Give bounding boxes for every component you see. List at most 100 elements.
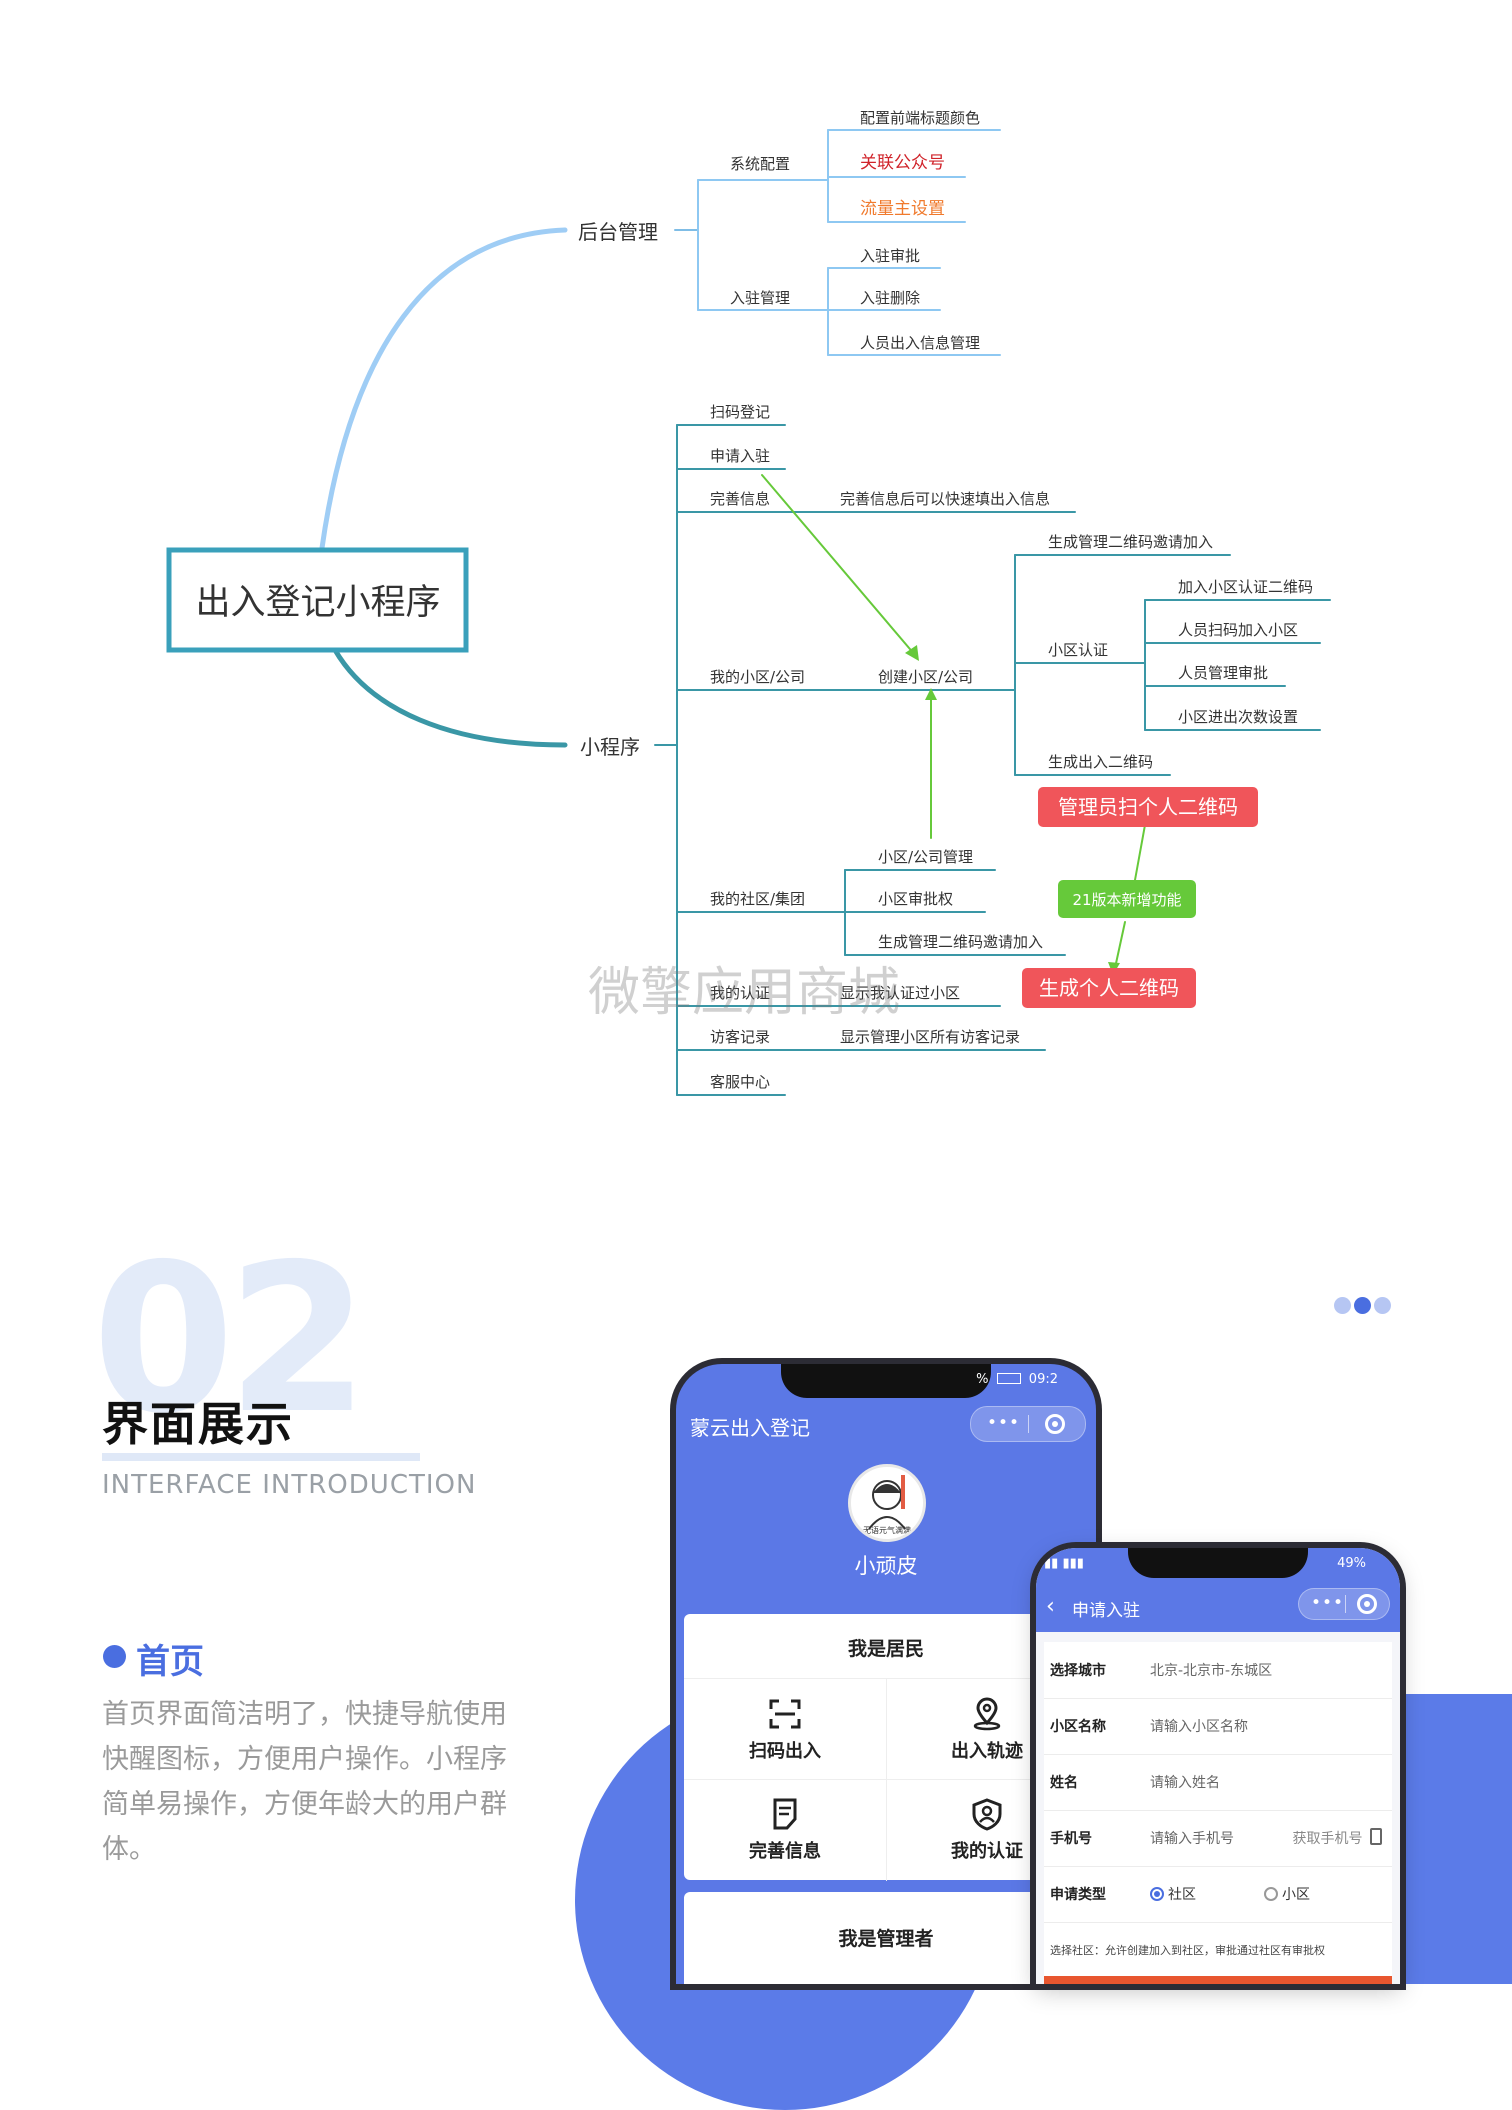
more-icon[interactable]: •••: [1311, 1593, 1345, 1613]
community-item: 生成管理二维码邀请加入: [878, 933, 1043, 951]
radio-estate-label: 小区: [1282, 1887, 1310, 1903]
submit-bar[interactable]: [1044, 1976, 1392, 1984]
create-estate-label: 创建小区/公司: [878, 668, 973, 686]
root-node: [166, 547, 469, 653]
name-label: 姓名: [1050, 1775, 1078, 1791]
estate-auth-label: 小区认证: [1048, 641, 1108, 659]
capsule-divider: [1345, 1595, 1346, 1613]
decor-rect: [1400, 1694, 1512, 1984]
admin-system-item: 流量主设置: [860, 199, 945, 219]
apply-type-label: 申请类型: [1050, 1887, 1106, 1903]
city-field[interactable]: 选择城市 北京-北京市-东城区: [1044, 1642, 1392, 1699]
section-title: 界面展示: [102, 1397, 294, 1451]
back-icon[interactable]: ‹: [1046, 1594, 1055, 1619]
status-time-text: 09:2: [1028, 1372, 1058, 1387]
avatar[interactable]: 无语元气满满: [848, 1464, 926, 1542]
name-field[interactable]: 姓名 请输入姓名: [1044, 1754, 1392, 1811]
radio-community-label: 社区: [1168, 1887, 1196, 1903]
gen-inout-qr-label: 生成出入二维码: [1048, 753, 1153, 771]
city-label: 选择城市: [1050, 1663, 1106, 1679]
phone-icon: [1370, 1828, 1382, 1845]
admin-system-item: 配置前端标题颜色: [860, 109, 980, 127]
branch-admin-label: 后台管理: [578, 220, 658, 244]
phone-field[interactable]: 手机号 请输入手机号 获取手机号: [1044, 1810, 1392, 1867]
feature-bullet: [103, 1645, 126, 1668]
radio-off-icon: [1264, 1887, 1278, 1901]
gen-invite-qr-label: 生成管理二维码邀请加入: [1048, 533, 1213, 551]
admin-join-label: 入驻管理: [730, 289, 790, 307]
app-item: 我的认证: [710, 984, 770, 1002]
admin-scan-qr-text: 管理员扫个人二维码: [1058, 795, 1238, 819]
branch-app-label: 小程序: [580, 735, 640, 759]
community-item: 小区/公司管理: [878, 848, 973, 866]
app-item: 申请入驻: [710, 447, 770, 465]
resident-title: 我是居民: [847, 1638, 924, 1660]
status-battery: 49%: [1337, 1556, 1366, 1571]
manager-title: 我是管理者: [838, 1928, 934, 1950]
my-auth-button[interactable]: 我的认证: [886, 1779, 1088, 1879]
feature-title: 首页: [136, 1642, 204, 1682]
app-item: 我的小区/公司: [710, 668, 805, 686]
estate-auth-item: 人员管理审批: [1178, 664, 1268, 682]
scan-inout-button[interactable]: 扫码出入: [684, 1679, 886, 1779]
status-percent: %: [976, 1372, 989, 1387]
estate-name-placeholder: 请输入小区名称: [1150, 1719, 1248, 1735]
mini-program-capsule[interactable]: •••: [970, 1406, 1086, 1442]
watermark: 微擎应用商城: [588, 963, 900, 1023]
estate-auth-item: 加入小区认证二维码: [1178, 578, 1313, 596]
radio-community[interactable]: 社区: [1150, 1884, 1196, 1904]
app-item: 完善信息: [710, 490, 770, 508]
estate-name-field[interactable]: 小区名称 请输入小区名称: [1044, 1698, 1392, 1755]
perfect-info-desc: 完善信息后可以快速填出入信息: [840, 490, 1050, 508]
feature-description: 首页界面简洁明了，快捷导航使用快醒图标，方便用户操作。小程序简单易操作，方便年龄…: [102, 1699, 507, 1865]
community-item: 小区审批权: [878, 890, 953, 908]
more-icon[interactable]: •••: [987, 1413, 1021, 1433]
app-item: 访客记录: [710, 1028, 770, 1046]
mind-map: 出入登记小程序 后台管理 小程序 系统配置 配置前端标题颜色 关联公众号 流量主…: [166, 109, 1331, 1096]
admin-join-item: 人员出入信息管理: [860, 334, 980, 352]
get-phone-button[interactable]: 获取手机号: [1293, 1828, 1382, 1848]
resident-grid: 扫码出入 出入轨迹 完善信息: [684, 1678, 1088, 1881]
phone-notch: [781, 1364, 991, 1398]
track-button[interactable]: 出入轨迹: [886, 1679, 1088, 1779]
scan-icon: [769, 1699, 801, 1729]
app-item: 客服中心: [710, 1073, 770, 1091]
new-feature-text: 21版本新增功能: [1072, 891, 1181, 909]
close-target-icon[interactable]: [1045, 1414, 1065, 1434]
my-auth-desc: 显示我认证过小区: [840, 984, 960, 1002]
complete-info-button[interactable]: 完善信息: [684, 1779, 886, 1879]
mini-program-capsule[interactable]: •••: [1298, 1588, 1390, 1620]
location-icon: [973, 1697, 1001, 1731]
status-signal-icon: ▮▮ ▮▮▮: [1044, 1556, 1084, 1571]
radio-on-icon: [1150, 1887, 1164, 1901]
name-placeholder: 请输入姓名: [1150, 1775, 1220, 1791]
root-label: 出入登记小程序: [195, 583, 440, 623]
scan-inout-label: 扫码出入: [749, 1741, 821, 1762]
visitor-desc: 显示管理小区所有访客记录: [840, 1028, 1020, 1046]
user-name: 小顽皮: [854, 1554, 918, 1578]
admin-join-item: 入驻审批: [860, 247, 920, 265]
battery-icon: [996, 1373, 1021, 1384]
estate-auth-item: 小区进出次数设置: [1178, 708, 1298, 726]
get-phone-label: 获取手机号: [1292, 1831, 1363, 1847]
section-subtitle: INTERFACE INTRODUCTION: [102, 1470, 477, 1500]
radio-estate[interactable]: 小区: [1264, 1884, 1310, 1904]
grid-divider: [886, 1679, 887, 1881]
phone-home-screen: % 09:2 蒙云出入登记 ••• 无语元气满满 小顽皮 我是居民: [676, 1364, 1096, 1984]
estate-name-label: 小区名称: [1050, 1719, 1106, 1735]
phone-placeholder: 请输入手机号: [1150, 1831, 1234, 1847]
capsule-divider: [1028, 1415, 1029, 1433]
new-feature-badge: [1058, 880, 1196, 918]
gen-personal-qr-badge: [1022, 968, 1196, 1008]
phone-apply-screen: ▮▮ ▮▮▮ 49% ‹ 申请入驻 ••• 选择城市 北京-北京市-东城区 小区…: [1036, 1548, 1400, 1984]
admin-scan-qr-badge: [1038, 787, 1258, 827]
app-title: 蒙云出入登记: [690, 1416, 810, 1440]
apply-form: 选择城市 北京-北京市-东城区 小区名称 请输入小区名称 姓名 请输入姓名 手机…: [1044, 1642, 1392, 1984]
dot: [1374, 1297, 1391, 1314]
close-target-icon[interactable]: [1357, 1594, 1377, 1614]
dot: [1334, 1297, 1351, 1314]
carousel-dots: [1334, 1297, 1394, 1318]
phone-notch: [1128, 1548, 1308, 1578]
section-underline: [102, 1453, 420, 1461]
app-item: 扫码登记: [710, 403, 770, 421]
